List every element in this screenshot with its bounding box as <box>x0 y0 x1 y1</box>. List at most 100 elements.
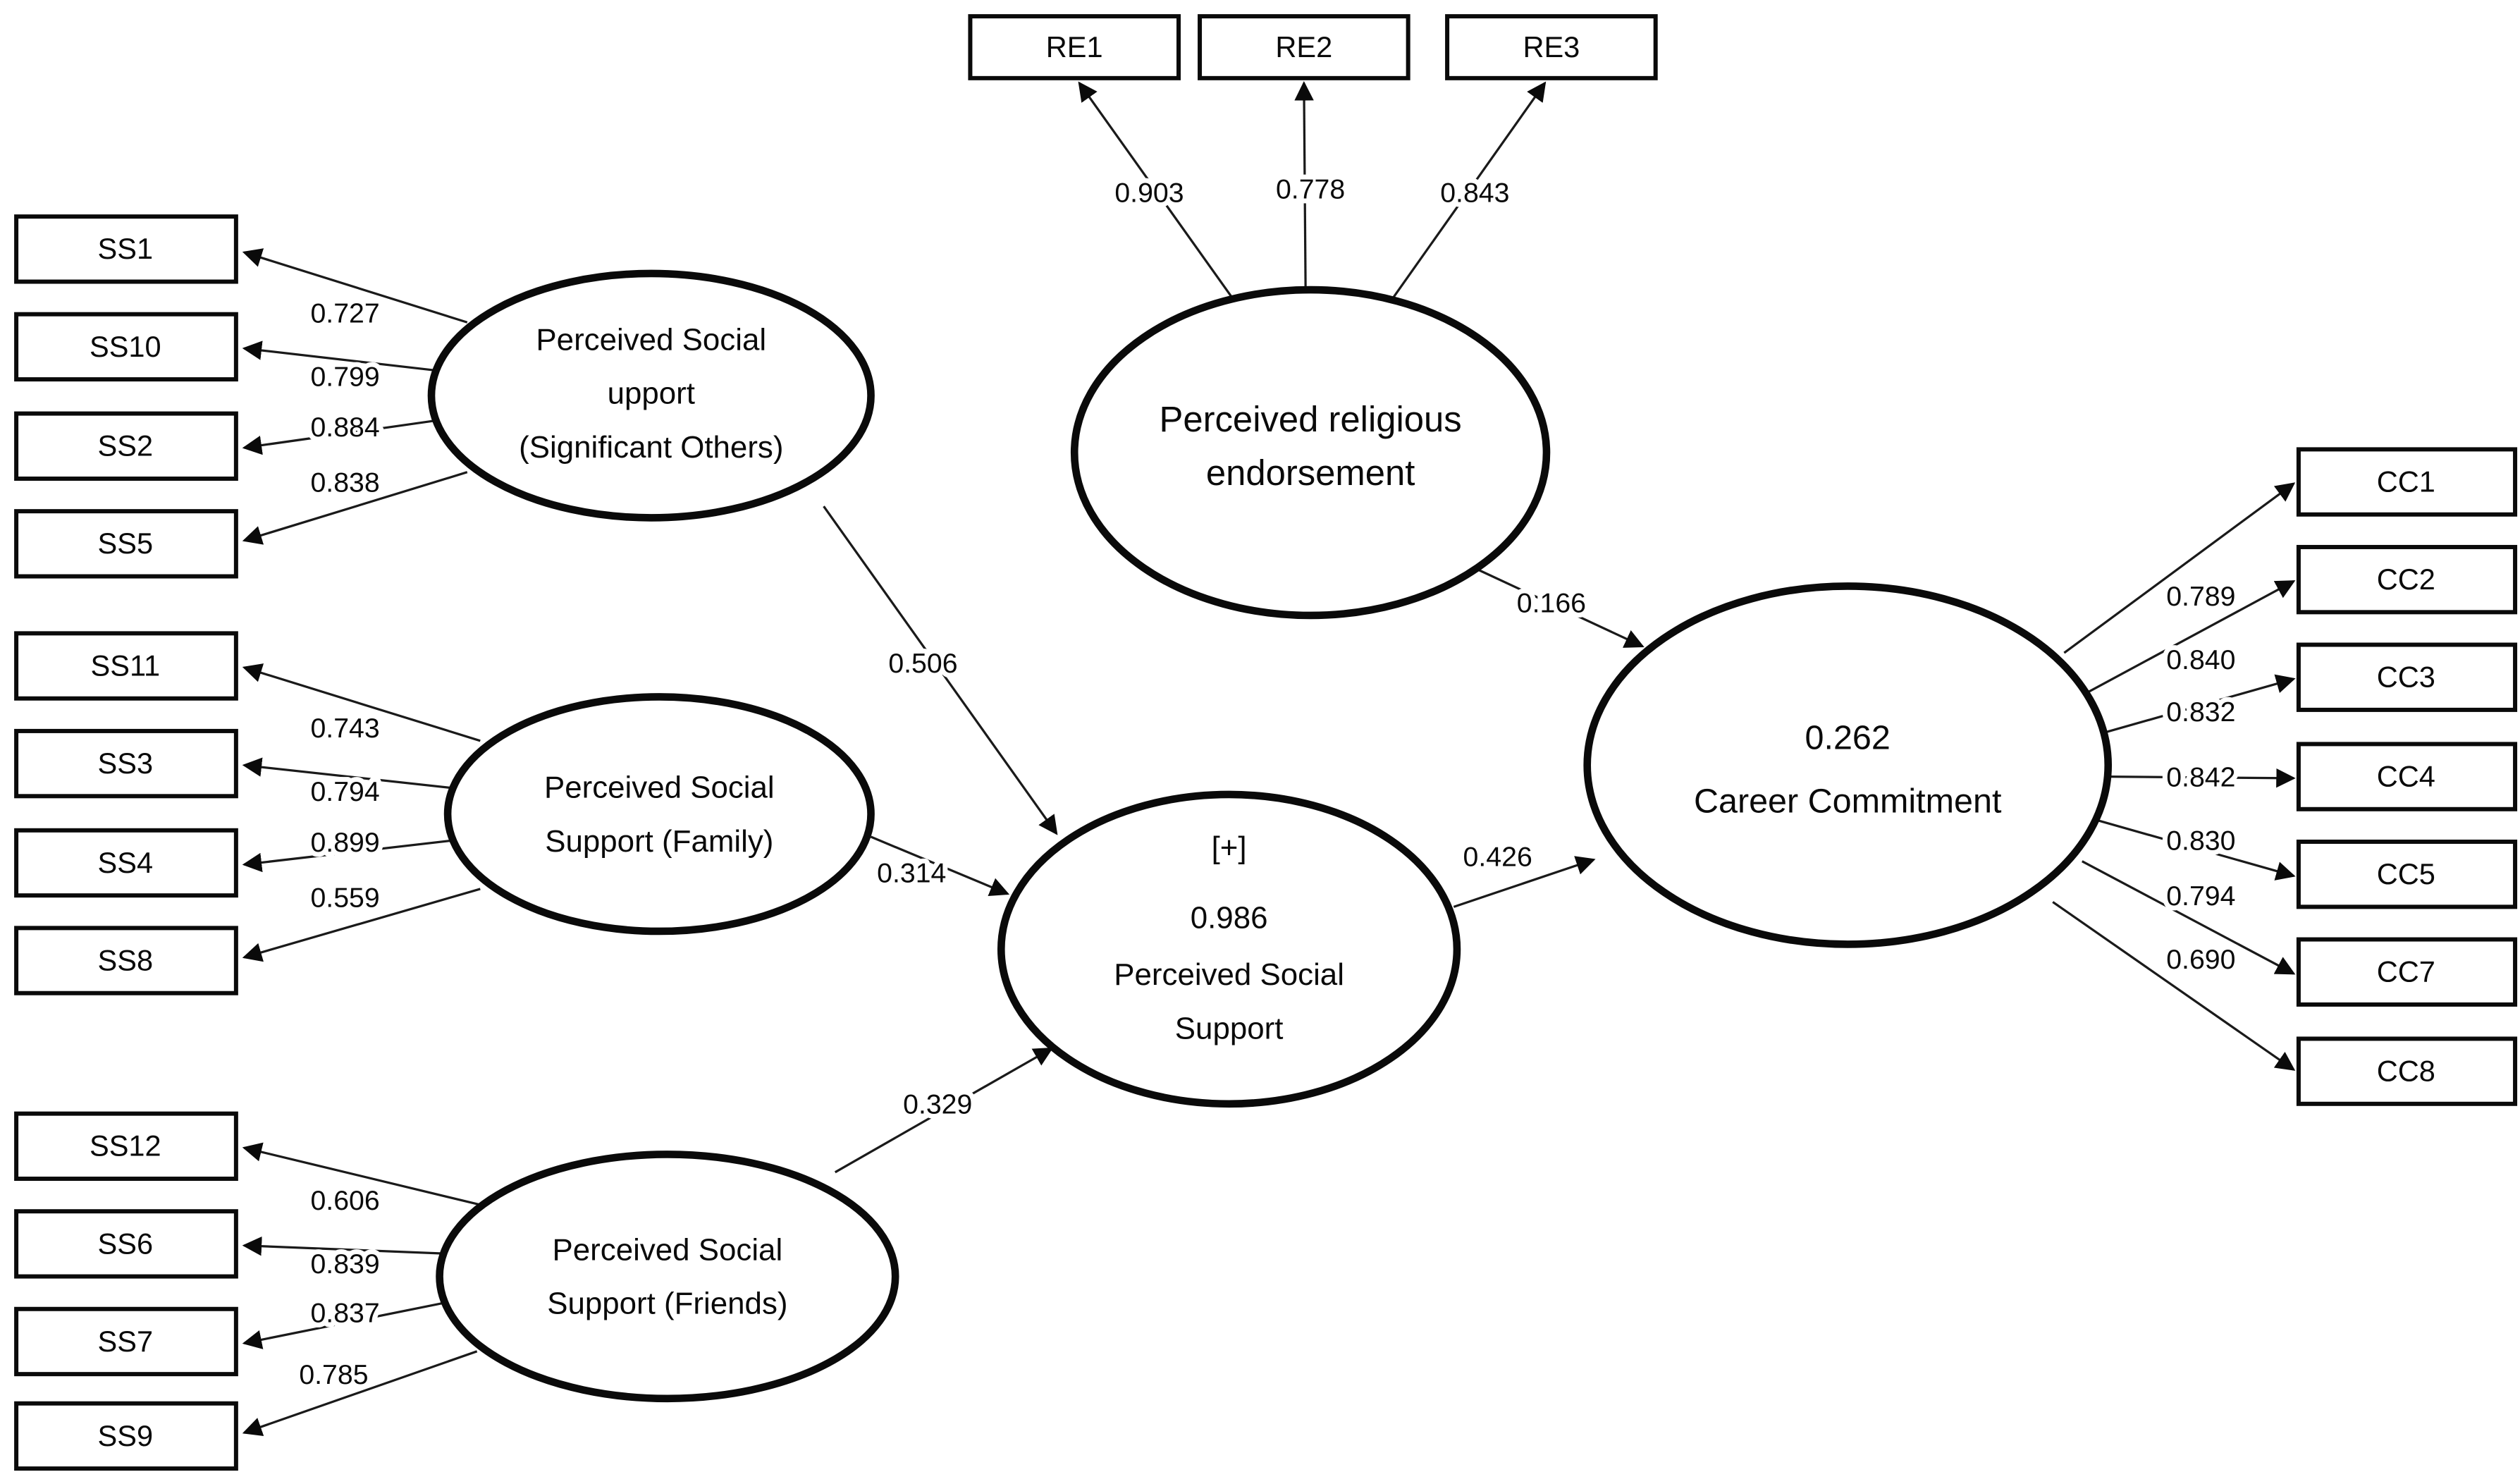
indicator-box-ss4: SS4 <box>14 828 238 898</box>
loading-arrow-ss1 <box>242 248 468 324</box>
loading-value-ss2: 0.884 <box>310 412 379 443</box>
latent-significant-others: Perceived Social upport (Significant Oth… <box>427 269 875 522</box>
indicator-label: CC2 <box>2377 563 2435 596</box>
loading-arrow-re2 <box>1294 81 1314 290</box>
loading-arrow-ss5 <box>242 471 468 545</box>
loading-value-re1: 0.903 <box>1114 177 1184 208</box>
indicator-label: SS6 <box>98 1227 154 1260</box>
indicator-label: CC4 <box>2377 759 2435 792</box>
latent-label: endorsement <box>1206 453 1415 493</box>
latent-religious-endorsement: Perceived religious endorsement <box>1070 286 1551 620</box>
loading-arrow-cc1 <box>2063 482 2296 654</box>
loading-value-ss6: 0.839 <box>310 1249 379 1280</box>
indicator-label: SS12 <box>90 1129 161 1163</box>
path-value-religious-career: 0.166 <box>1517 587 1586 618</box>
loading-arrow-re1 <box>1078 81 1234 299</box>
indicator-label: SS11 <box>91 649 161 682</box>
latent-label: Support <box>1175 1011 1284 1045</box>
loading-value-cc1: 0.789 <box>2166 581 2235 612</box>
indicator-label: CC5 <box>2377 857 2435 890</box>
indicator-box-ss6: SS6 <box>14 1209 238 1279</box>
loading-arrow-cc3 <box>2098 674 2296 736</box>
path-arrow-sigothers-pss <box>823 505 1058 835</box>
indicator-box-ss9: SS9 <box>14 1401 238 1471</box>
indicator-label: SS9 <box>98 1419 154 1452</box>
indicator-label: SS8 <box>98 943 154 976</box>
loading-value-ss7: 0.837 <box>310 1297 379 1328</box>
indicator-label: CC8 <box>2377 1054 2435 1087</box>
indicator-box-ss2: SS2 <box>14 411 238 481</box>
path-value-sigothers-pss: 0.506 <box>888 648 957 679</box>
loading-value-cc2: 0.840 <box>2166 644 2235 675</box>
loading-arrow-cc7 <box>2082 860 2296 975</box>
loading-value-cc3: 0.832 <box>2166 697 2235 728</box>
loading-arrow-ss7 <box>242 1301 447 1349</box>
latent-label: upport <box>608 376 695 411</box>
indicator-box-cc4: CC4 <box>2296 742 2518 811</box>
indicator-box-ss12: SS12 <box>14 1111 238 1182</box>
indicator-box-cc8: CC8 <box>2296 1036 2518 1106</box>
loading-value-ss9: 0.785 <box>299 1359 368 1390</box>
indicator-box-cc2: CC2 <box>2296 544 2518 615</box>
indicator-box-re1: RE1 <box>968 14 1181 80</box>
latent-friends: Perceived Social Support (Friends) <box>436 1151 899 1403</box>
latent-label: Support (Friends) <box>547 1287 787 1321</box>
loading-arrow-cc5 <box>2098 819 2296 881</box>
path-arrow-family-pss <box>870 835 1010 897</box>
indicator-box-ss11: SS11 <box>14 631 238 701</box>
loading-value-ss4: 0.899 <box>310 827 379 858</box>
loading-value-ss12: 0.606 <box>310 1185 379 1216</box>
loading-value-ss5: 0.838 <box>310 467 379 498</box>
latent-label: Career Commitment <box>1694 782 2002 820</box>
latent-r2-value: 0.986 <box>1191 900 1268 935</box>
indicator-label: RE3 <box>1523 30 1580 63</box>
loading-value-cc5: 0.830 <box>2166 826 2235 857</box>
loading-arrow-ss2 <box>242 419 440 455</box>
latent-tag: [+] <box>1212 830 1247 865</box>
latent-r2-value: 0.262 <box>1805 718 1891 756</box>
loading-arrow-ss6 <box>242 1236 446 1256</box>
indicator-label: RE1 <box>1046 30 1103 63</box>
indicator-box-ss3: SS3 <box>14 728 238 799</box>
loading-arrow-re3 <box>1391 81 1547 300</box>
path-value-pss-career: 0.426 <box>1463 842 1532 873</box>
latent-perceived-social-support: [+] 0.986 Perceived Social Support <box>997 790 1461 1108</box>
loading-arrow-cc4 <box>2106 768 2296 788</box>
loading-value-re2: 0.778 <box>1276 174 1345 205</box>
loading-arrow-ss3 <box>242 757 453 790</box>
loading-value-ss11: 0.743 <box>310 713 379 744</box>
latent-label: Perceived Social <box>553 1232 783 1267</box>
loading-value-cc4: 0.842 <box>2166 761 2235 792</box>
loading-value-ss10: 0.799 <box>310 361 379 392</box>
indicator-box-re3: RE3 <box>1445 14 1658 80</box>
indicator-label: SS1 <box>98 232 154 265</box>
loading-value-cc7: 0.794 <box>2166 881 2235 912</box>
latent-label: Perceived Social <box>1114 957 1344 992</box>
indicator-label: CC7 <box>2377 955 2435 988</box>
indicator-box-ss5: SS5 <box>14 509 238 579</box>
path-arrow-friends-pss <box>834 1047 1054 1174</box>
path-arrow-pss-career <box>1453 856 1596 908</box>
indicator-label: SS4 <box>98 846 154 879</box>
loading-arrow-ss8 <box>242 888 481 962</box>
latent-family: Perceived Social Support (Family) <box>443 693 875 936</box>
latent-label: Support (Family) <box>545 824 773 859</box>
loading-value-ss3: 0.794 <box>310 776 379 807</box>
indicator-label: SS5 <box>98 527 154 560</box>
indicator-box-ss1: SS1 <box>14 214 238 284</box>
latent-label: Perceived Social <box>544 771 775 805</box>
loading-value-re3: 0.843 <box>1440 177 1509 208</box>
indicator-label: CC1 <box>2377 465 2435 498</box>
indicator-label: RE2 <box>1275 30 1332 63</box>
indicator-box-cc7: CC7 <box>2296 937 2518 1007</box>
latent-career-commitment: 0.262 Career Commitment <box>1583 582 2113 948</box>
loading-arrow-ss9 <box>242 1350 478 1437</box>
loading-arrow-ss12 <box>242 1142 481 1206</box>
indicator-box-ss10: SS10 <box>14 312 238 382</box>
indicator-label: SS7 <box>98 1325 154 1358</box>
loading-arrow-ss10 <box>242 341 443 373</box>
loading-arrow-ss11 <box>242 663 481 742</box>
indicator-label: SS2 <box>98 429 154 462</box>
path-value-friends-pss: 0.329 <box>903 1089 972 1120</box>
